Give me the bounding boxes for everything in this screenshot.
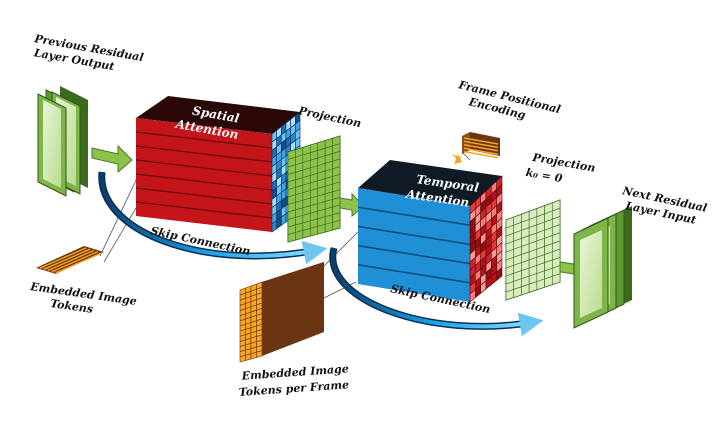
- grid-cell: [302, 228, 311, 239]
- label-embedded-2: Tokens: [49, 297, 93, 316]
- row-line: [135, 187, 273, 205]
- grid-cell: [287, 232, 296, 243]
- grid-cell: [317, 223, 326, 235]
- embedded-image-tokens: [36, 246, 104, 274]
- row-line: [135, 131, 273, 149]
- grid-cell: [256, 350, 263, 358]
- label-projection-1: Projection: [296, 104, 362, 130]
- row-line: [135, 201, 273, 219]
- grid-cell: [324, 221, 333, 233]
- svg-text:Frame Positional Encodin: Frame Positional Encoding: [453, 78, 566, 131]
- token-line: [39, 247, 87, 269]
- token-line: [463, 147, 499, 155]
- grid-cell: [295, 230, 304, 241]
- token-line: [43, 248, 91, 270]
- svg-text:Embedded Image Tokens pe: Embedded Image Tokens per Frame: [237, 362, 354, 399]
- grid-cell: [245, 353, 252, 361]
- previous-residual-stack: [37, 86, 88, 197]
- svg-text:Embedded Image Tokens: Embedded Image Tokens: [27, 280, 142, 322]
- grid-cell: [239, 354, 246, 363]
- token-line: [463, 137, 499, 145]
- frame-positional-encoding: [452, 132, 500, 164]
- row-line: [357, 244, 471, 265]
- token-line: [51, 250, 99, 273]
- projection-2-grid: [505, 199, 561, 301]
- grid-cell: [551, 273, 561, 285]
- label-k0: k₀ = 0: [525, 166, 564, 185]
- row-line: [135, 145, 273, 163]
- next-residual-stack: [573, 206, 632, 329]
- token-line: [55, 252, 103, 274]
- positional-arrow-icon: [454, 154, 462, 164]
- svg-text:Projection k₀ = 0: Projection k₀ = 0: [525, 150, 600, 191]
- row-line: [135, 173, 273, 191]
- row-line: [135, 159, 273, 177]
- svg-text:Previous Residual Layer: Previous Residual Layer Output: [30, 32, 148, 79]
- grid-cell: [496, 267, 503, 281]
- projection-1-grid: [287, 135, 341, 243]
- row-line: [357, 225, 471, 246]
- grid-cell: [309, 226, 319, 237]
- embedded-image-tokens-per-frame: [239, 262, 324, 363]
- token-line: [463, 140, 499, 149]
- grid-cell: [332, 219, 341, 231]
- grid-cell: [250, 351, 257, 360]
- row-line: [357, 264, 471, 284]
- token-line: [463, 150, 499, 159]
- token-line: [463, 144, 499, 152]
- temporal-attention-block: [357, 160, 503, 303]
- token-line: [47, 249, 95, 272]
- row-line: [357, 206, 471, 226]
- arrow-into-spatial: [91, 144, 133, 174]
